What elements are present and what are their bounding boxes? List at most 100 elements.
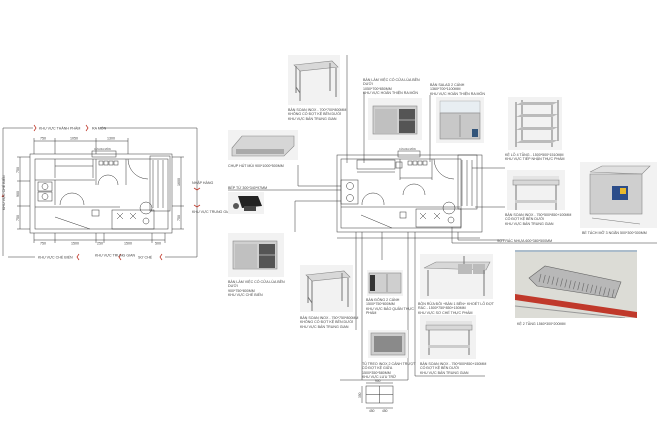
label-line: BÀN ĐÔNG 2 CÁNH	[366, 298, 400, 302]
door-label: CỬA RA MÓN	[94, 146, 111, 151]
label-line: KHU VỰC LƯU TRỮ	[362, 375, 397, 380]
grease-trap-label: BỂ TÁCH MỠ 3 NGĂN 500*300*300MM	[582, 231, 647, 235]
label-line: KHÔNG CÓ ĐỢT KỆ BÊN DƯỚI	[300, 320, 354, 325]
label-line: KHU VỰC SƠ CHẾ THỰC PHẨM	[418, 310, 473, 315]
flow-to-label: RA MÓN	[92, 126, 107, 131]
label-line: BÀN LÀM VIỆC CÓ CỬA LÙA BÊN	[228, 280, 285, 284]
label-line: BỂ TÁCH MỠ 3 NGĂN 500*300*300MM	[582, 231, 647, 235]
label-line: KỆ LỖ 4 TẦNG - 1500*500*1510MM	[505, 153, 564, 157]
grease-trap-image	[580, 162, 657, 228]
label-line: PHẨM	[366, 311, 377, 316]
label-line: DƯỚI	[363, 82, 373, 87]
label-line: BỒN RỬA ĐÔI +BÀN 1 BÊN+ KHOÉT LỖ ĐỢT	[418, 302, 494, 306]
flow-arrows	[1, 124, 201, 261]
label-line: 1050*700*850MM	[363, 86, 392, 91]
salad-counter-image	[436, 97, 484, 143]
freezer-counter-image	[367, 270, 403, 296]
label-line: BÀN SOAN INOX - 700*700*800MM	[288, 108, 347, 112]
wall-cabinet-image	[368, 330, 408, 358]
left-zone-label: KHU VỰC CHẾ BIẾN	[1, 175, 6, 210]
label-line: KỆ 2 TẦNG 1560*300*200MM	[517, 322, 566, 326]
cab-dim-depth: 350	[358, 392, 362, 398]
bottom-flow-label-1: KHU VỰC CHẾ BIẾN	[38, 255, 73, 260]
label-line: TỦ TREO INOX 2 CÁNH TRƯỢT	[362, 362, 416, 366]
label-line: BÀN LÀM VIỆC CÓ CỬA LÙA BÊN	[363, 78, 420, 82]
dim: 750	[16, 167, 20, 173]
label-line: BÀN SALAD 2 CÁNH	[430, 83, 465, 87]
cab-dim-half: 450	[369, 409, 375, 413]
label-line: RÁC - 1500*750*850+150MM	[418, 306, 466, 311]
label-line: KHU VỰC BÁN TRUNG GIAN	[288, 116, 337, 121]
label-line: KHU VỰC BÁN TRUNG GIAN	[300, 324, 349, 329]
hood-image	[228, 130, 298, 160]
label-line: CÓ ĐỢT KỆ BÊN DƯỚI	[420, 366, 460, 371]
label-line: BÀN SOAN INOX - 750*500*850+150MM	[420, 362, 487, 366]
label-line: DƯỚI	[228, 284, 238, 289]
label-line: 1360*700*1100MM	[430, 87, 461, 92]
label-line: KHÔNG CÓ ĐỢT KỆ BÊN DƯỚI	[288, 112, 342, 117]
bottom-flow-label-3: SƠ CHẾ	[138, 255, 153, 260]
label-line: BÀN SOAN INOX - 750*500*850+100MM	[505, 213, 572, 217]
label-line: CHỤP HÚT MÙI 900*1000*500MM	[228, 164, 284, 168]
label-line: KHU VỰC BÁN TRUNG GIAN	[505, 221, 554, 226]
label-line: BẾP TỪ 300*340*97MM	[228, 186, 268, 190]
cabinet-table-left-image	[228, 233, 284, 277]
dim: 900	[16, 191, 20, 197]
label-line: CÓ ĐỢT KỆ GIỮA	[362, 366, 393, 371]
dim: 750	[40, 137, 46, 141]
label-line: 900*750*800MM	[228, 288, 255, 293]
left-floor-plan	[2, 127, 198, 258]
dim: 1050	[70, 137, 78, 141]
label-line: KHU VỰC BẢO QUẢN THỰC	[366, 306, 415, 311]
cab-dim-half: 450	[382, 409, 388, 413]
bottom-flow-label-2: KHU VỰC TRUNG GIAN	[95, 254, 136, 258]
label-line: KHU VỰC HOÀN THIỆN RA MÓN	[363, 91, 418, 96]
label-line: 1500*350*580MM	[362, 370, 391, 375]
dim: 1300	[107, 137, 115, 141]
dim: 1600	[177, 178, 181, 186]
label-line: 1500*750*800MM	[366, 302, 395, 307]
wall-shelf-2-tier-image	[514, 250, 637, 319]
table-bottom-image	[300, 265, 353, 312]
label-line: KHU VỰC HOÀN THIỆN RA MÓN	[430, 91, 485, 96]
wall-cabinet-plan	[361, 382, 394, 409]
left-plan-labels: KHU VỰC THÀNH PHẨM RA MÓN KHU VỰC CHẾ BI…	[1, 126, 233, 260]
label-line: KHU VỰC CHẾ BIẾN	[228, 293, 263, 298]
flow-from-label: KHU VỰC THÀNH PHẨM	[39, 126, 80, 131]
right-zone-label-1: NHẬP HÀNG	[192, 181, 214, 185]
table-undershelf-bottom-image	[420, 315, 476, 359]
center-door-label: CỬA RA MÓN	[399, 146, 416, 151]
leader-lines	[228, 55, 657, 381]
label-line: CÓ ĐỢT KỆ BÊN DƯỚI	[505, 217, 545, 222]
wall-shelf-2-tier-label: KỆ 2 TẦNG 1560*300*200MM	[517, 322, 565, 326]
dim: 1500	[71, 242, 79, 246]
dim: 500	[155, 242, 161, 246]
induction-stove-image	[228, 192, 264, 214]
dim: 750	[40, 242, 46, 246]
trash-bin-label: SỌT RÁC NHỰA 600*380*500MM	[497, 239, 552, 243]
right-zone-label-2: KHU VỰC TRUNG GIAN	[192, 210, 233, 214]
label-line: BÀN SOAN INOX - 750*750*800MM	[300, 316, 359, 320]
table-top-image	[288, 55, 340, 105]
dim: 250	[97, 242, 103, 246]
table-undershelf-right-image	[507, 170, 565, 210]
cabinet-table-top-image	[368, 98, 422, 140]
dim: 1500	[124, 242, 132, 246]
label-line: KHU VỰC TIẾP NHẬN THỰC PHẨM	[505, 157, 565, 162]
dim: 750	[16, 215, 20, 221]
cab-dim-width: 900	[375, 379, 381, 383]
center-floor-plan	[336, 150, 483, 239]
hood-label: CHỤP HÚT MÙI 900*1000*500MM	[228, 164, 284, 168]
